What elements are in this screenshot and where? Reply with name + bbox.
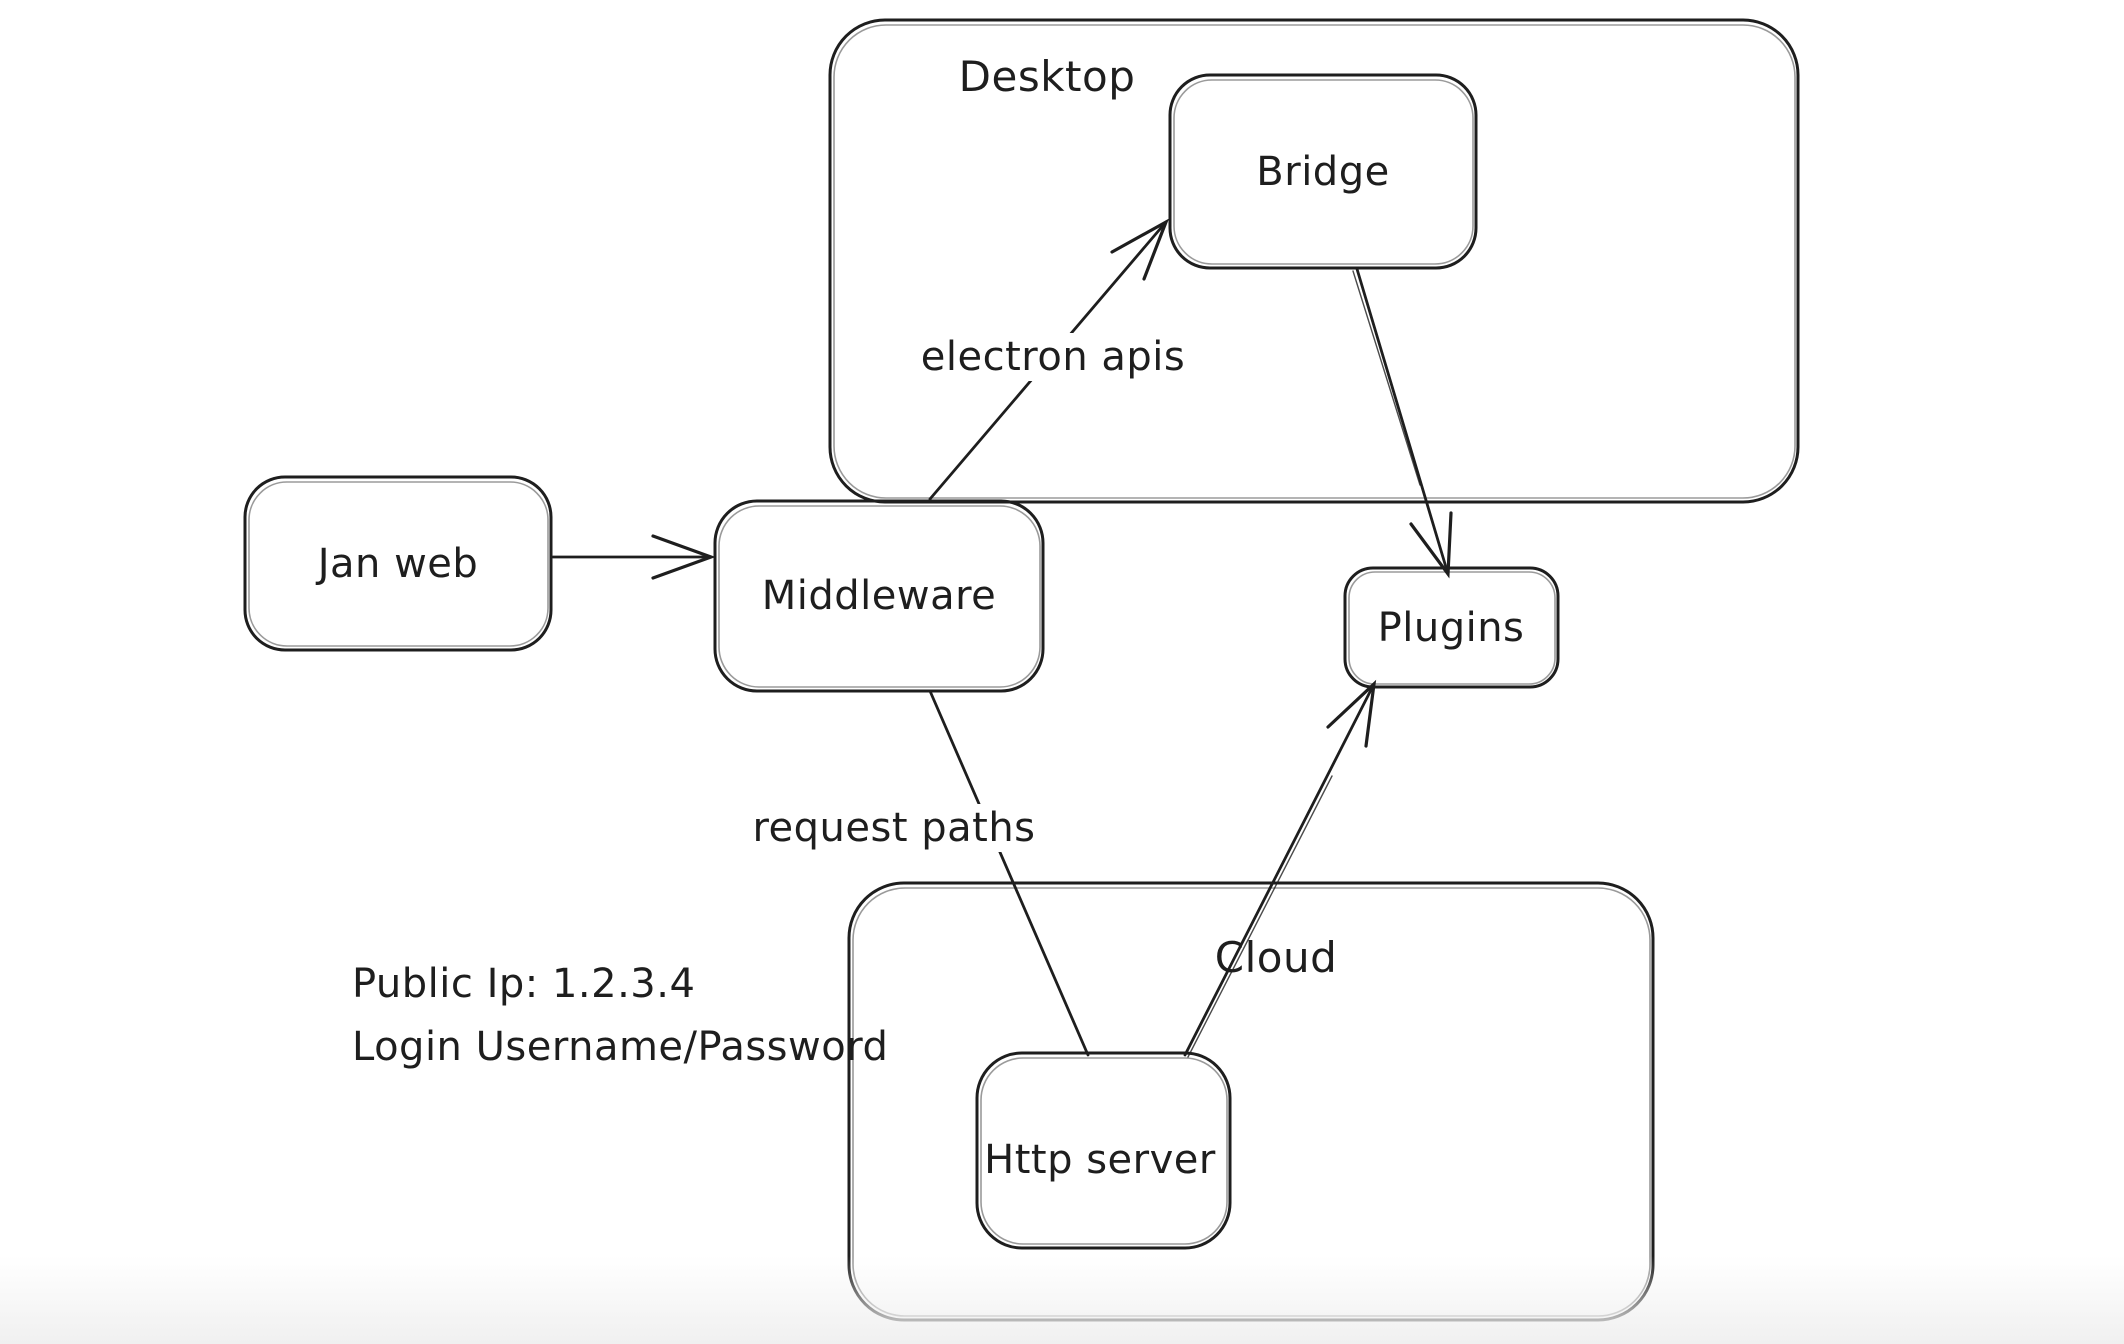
http-server-box[interactable] <box>975 1051 1232 1250</box>
jan-web-box[interactable] <box>243 475 553 652</box>
public-ip-text: Public Ip: 1.2.3.4 <box>352 961 696 1007</box>
edge-middleware-to-httpserver[interactable] <box>928 689 1090 1057</box>
plugins-label: Plugins <box>1377 605 1525 651</box>
login-text: Login Username/Password <box>352 1024 889 1070</box>
edge-httpserver-to-plugins[interactable] <box>1183 679 1377 1058</box>
edge-bridge-to-plugins[interactable] <box>1352 267 1453 579</box>
http-server-label: Http server <box>984 1137 1216 1183</box>
plugins-box[interactable] <box>1343 566 1560 689</box>
edge-janweb-to-middleware[interactable] <box>551 534 716 580</box>
electron-apis-edge-label[interactable]: electron apis <box>908 333 1198 381</box>
cloud-label[interactable]: Cloud <box>1214 932 1338 982</box>
bridge-label: Bridge <box>1256 149 1390 195</box>
credentials-annotation[interactable]: Public Ip: 1.2.3.4 Login Username/Passwo… <box>352 953 888 1079</box>
desktop-container-box[interactable] <box>828 18 1800 504</box>
request-paths-edge-label[interactable]: request paths <box>740 804 1048 852</box>
middleware-label: Middleware <box>761 573 997 619</box>
desktop-label[interactable]: Desktop <box>958 51 1136 101</box>
bridge-box[interactable] <box>1168 73 1478 270</box>
middleware-box[interactable] <box>713 499 1045 693</box>
jan-web-label: Jan web <box>317 541 479 587</box>
